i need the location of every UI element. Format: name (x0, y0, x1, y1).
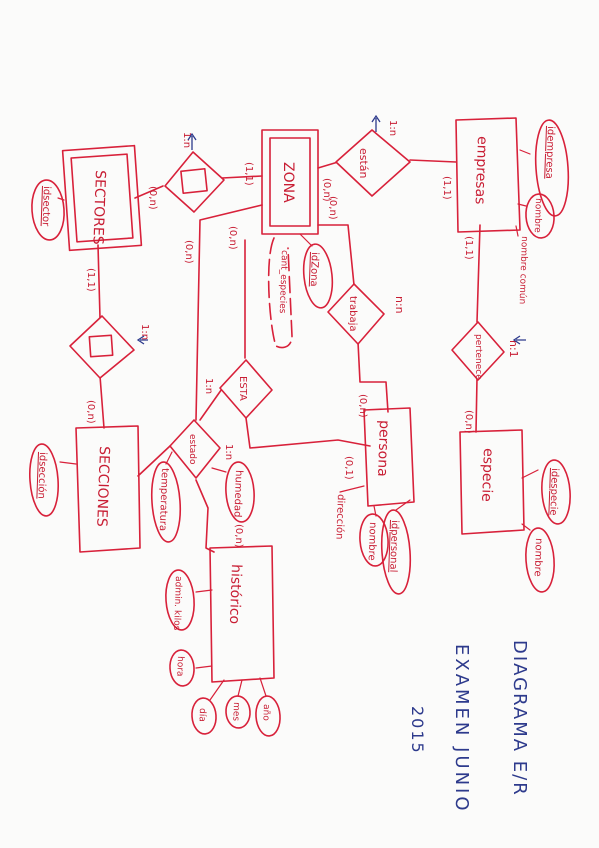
ratio-esta: 1:n (203, 378, 214, 394)
relationship-label-pertenece: pertenece (473, 334, 483, 380)
diagram-title: DIAGRAMA E/R EXAMEN JUNIO 2015 (408, 640, 530, 814)
card-per-trab: (0,n) (357, 394, 368, 418)
attribute-label-nombre-comun: nombre común (517, 236, 529, 305)
relationship-label-esta: ESTA (237, 376, 248, 401)
attribute-label-nombre-empresa: nombre (532, 198, 543, 234)
relationship-esta: ESTA 1:n (203, 359, 273, 419)
title-line-1: DIAGRAMA E/R (509, 640, 530, 797)
relationship-pertenece: pertenece n:1 (451, 321, 520, 381)
attribute-label-idsector: idsector (40, 186, 52, 227)
relationship-trabaja: trabaja n:n (327, 283, 406, 345)
attribute-idsector: idsector (31, 179, 65, 241)
attribute-mes: mes (225, 679, 251, 729)
card-zona-left: (0,n) (183, 240, 194, 264)
attribute-label-admin-kilos: admin. kilos (171, 576, 183, 631)
entity-label-especie: especie (478, 448, 496, 502)
relationship-label-trabaja: trabaja (347, 296, 358, 332)
attribute-nombre-especie: nombre (521, 523, 555, 593)
ratio-pertenece: n:1 (507, 340, 520, 358)
card-per-dir: (0,1) (343, 456, 354, 480)
title-line-3: 2015 (408, 706, 427, 755)
attribute-label-mes: mes (230, 702, 241, 722)
attribute-label-idespecie: idespecie (547, 468, 560, 516)
entity-label-historico: histórico (226, 564, 244, 625)
card-sect-zona: (0,n) (147, 186, 158, 210)
ratio-estan: 1:n (387, 120, 398, 136)
card-zona-rel1: (1,1) (243, 162, 254, 186)
entity-label-empresas: empresas (472, 136, 490, 205)
entity-secciones: SECCIONES (75, 425, 141, 553)
entity-historico: histórico (209, 545, 275, 683)
entity-empresas: empresas (455, 117, 521, 233)
attribute-label-cant-especies: cant_especies (277, 250, 289, 314)
ratio-estado: 1:n (223, 444, 234, 460)
entity-especie: especie (459, 429, 525, 535)
attribute-label-idseccion: idsección (35, 452, 49, 499)
card-sect-sec: (1,1) (85, 268, 96, 292)
attribute-humedad: humedad (211, 461, 255, 523)
attribute-label-idpersonal: idpersonal (387, 520, 400, 573)
attribute-dia: día (191, 679, 225, 735)
attribute-nombre-empresa: nombre (517, 193, 555, 239)
card-emp-estan: (1,1) (441, 176, 452, 200)
attribute-anio: año (255, 677, 281, 737)
entity-label-persona: persona (374, 420, 392, 477)
attribute-admin-kilos: admin. kilos (165, 569, 213, 631)
attribute-label-humedad: humedad (231, 470, 244, 518)
attribute-label-temperatura: temperatura (157, 468, 170, 531)
attribute-label-hora: hora (174, 656, 185, 677)
title-line-2: EXAMEN JUNIO (451, 644, 472, 814)
attribute-idempresa: idempresa (519, 119, 570, 217)
relationship-estan: están 1:n (335, 120, 411, 197)
attribute-hora: hora (169, 649, 213, 687)
arrow-marks (136, 114, 526, 345)
relationship-label-estado: estado (187, 434, 197, 465)
ratio-trabaja: n:n (393, 296, 406, 314)
entity-persona: persona (363, 407, 415, 507)
relationship-sector-zona: 1:n (164, 132, 225, 213)
attribute-idseccion: idsección (29, 443, 77, 517)
entity-label-zona: ZONA (280, 162, 296, 203)
card-esp-pert: (0,n) (463, 410, 474, 434)
card-emp-pert: (1,1) (463, 236, 474, 260)
attribute-nombre-comun: nombre común (515, 225, 529, 305)
relationship-sector-seccion: 1:n (69, 315, 150, 379)
entity-sectores: SECTORES (61, 144, 143, 252)
attribute-label-anio: año (260, 704, 271, 722)
attribute-temperatura: temperatura (150, 451, 182, 543)
cardinalities: (0,n) (1,1) (1,1) (0,n) (0,n) (1,1) (0,n… (85, 162, 474, 548)
entity-zona: ZONA (261, 129, 319, 235)
attribute-nombre-persona: nombre (359, 505, 389, 567)
card-zona-trab: (0,n) (327, 196, 338, 220)
attribute-label-nombre-especie: nombre (532, 538, 544, 577)
attribute-label-dia: día (197, 708, 207, 722)
attribute-direccion: dirección (333, 485, 365, 540)
card-zona-esta: (0,n) (227, 226, 238, 250)
ratio-sec: 1:n (139, 324, 150, 340)
attribute-label-idzona: idZona (308, 252, 320, 287)
attribute-cant-especies: cant_especies (267, 237, 293, 349)
card-hist-estado: (0,n) (233, 524, 244, 548)
relationship-label-estan: están (357, 148, 370, 179)
attribute-idespecie: idespecie (521, 459, 571, 525)
relationship-estado: estado 1:n (169, 419, 234, 479)
entity-label-sectores: SECTORES (89, 170, 108, 245)
ratio-r1: 1:n (181, 132, 192, 148)
card-zona-estan: (0,n) (321, 178, 332, 202)
attribute-idpersonal: idpersonal (380, 499, 412, 595)
card-sec-side: (0,n) (85, 400, 96, 424)
attribute-label-idempresa: idempresa (543, 126, 556, 179)
attribute-label-direccion: dirección (333, 494, 347, 540)
relationship-lines (97, 159, 481, 553)
attribute-label-nombre-persona: nombre (366, 522, 378, 561)
entity-label-secciones: SECCIONES (93, 446, 112, 527)
attribute-idzona: idZona (299, 233, 334, 309)
